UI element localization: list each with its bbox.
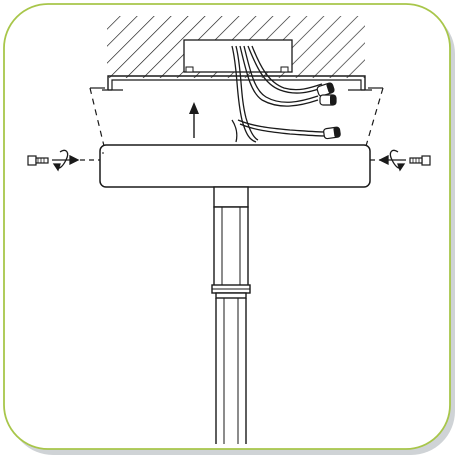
- right-screw: [409, 155, 431, 166]
- canopy: [99, 144, 371, 188]
- canopy-dashed-outline: [89, 87, 384, 147]
- wire-connectors: [316, 82, 341, 140]
- pole: [215, 298, 247, 444]
- wire-connector-bottom: [323, 126, 341, 140]
- up-arrow: [189, 102, 199, 138]
- junction-box-tab-left: [185, 66, 194, 73]
- right-rotation-arrow: [378, 149, 406, 172]
- wires: [231, 45, 327, 143]
- left-rotation-arrow: [52, 149, 80, 172]
- junction-box-tab-right: [280, 66, 289, 73]
- downrod: [213, 186, 249, 288]
- wire-connector-top: [316, 82, 335, 97]
- left-screw: [27, 155, 49, 166]
- coupling: [211, 284, 251, 299]
- wire-connector-middle: [319, 94, 337, 106]
